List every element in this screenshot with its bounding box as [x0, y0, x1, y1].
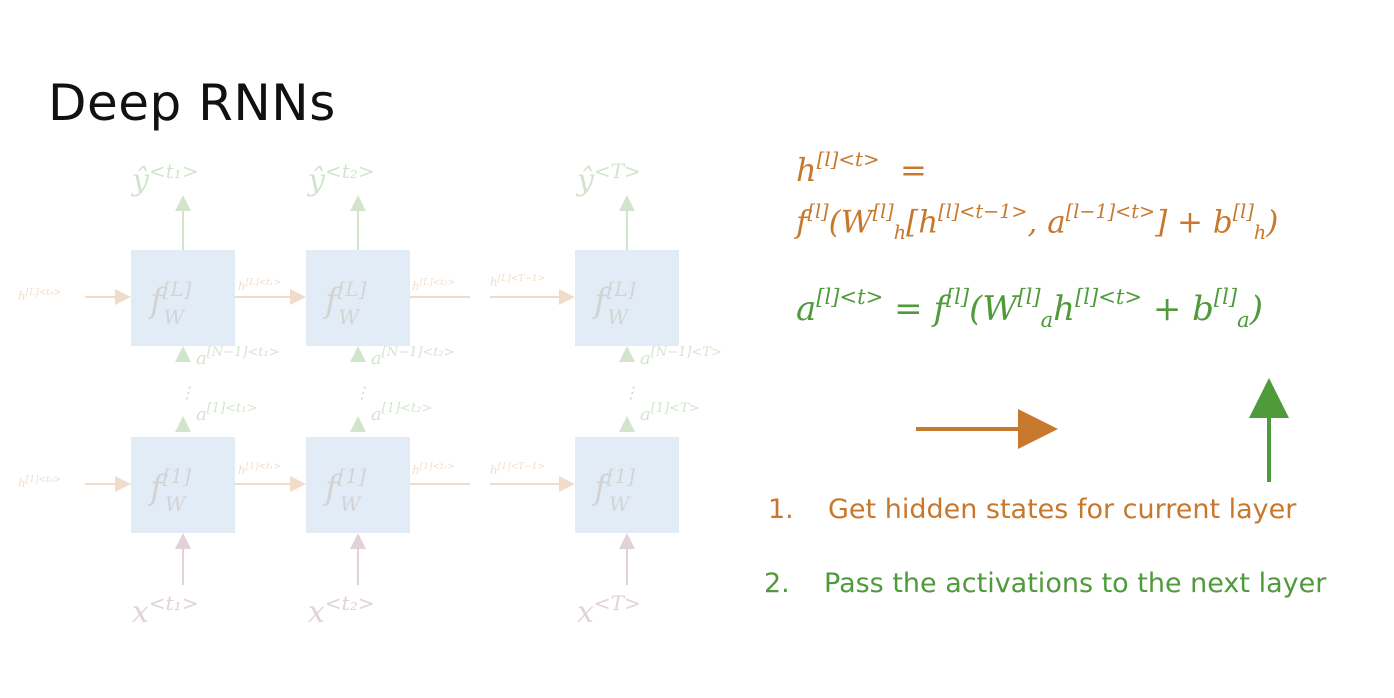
deep-rnn-diagram: f[L]W f[L]W f[L]W f[1]W f[1]W f[1]W ŷ<t₁…: [18, 159, 722, 630]
cell-top-3: [575, 250, 679, 346]
equation-h-line1: h[l]<t> =: [796, 148, 927, 189]
cell-bottom-3: [575, 437, 679, 533]
step-2-number: 2.: [764, 568, 790, 599]
cell-top-2: [306, 250, 410, 346]
activation-upper-3: a[N−1]<T>: [640, 345, 722, 369]
activation-lower-1: a[1]<t₁>: [196, 401, 257, 425]
activation-upper-1: a[N−1]<t₁>: [196, 345, 280, 369]
hidden-bottom-0: h[1]<t₀>: [18, 475, 61, 490]
hidden-bottom-3: h[1]<T−1>: [490, 462, 545, 477]
output-label-1: ŷ<t₁>: [130, 159, 199, 198]
vert-ellipsis-2: ⋮: [354, 383, 370, 402]
step-1-number: 1.: [768, 494, 794, 525]
activation-upper-2: a[N−1]<t₂>: [371, 345, 455, 369]
hidden-bottom-1: h[1]<t₁>: [238, 462, 281, 477]
hidden-top-1: h[L]<t₁>: [238, 278, 281, 293]
output-label-2: ŷ<t₂>: [306, 159, 375, 198]
hidden-top-2: h[L]<t₂>: [412, 278, 455, 293]
equation-a: a[l]<t> = f[l](W[l]ah[l]<t> + b[l]a): [796, 284, 1263, 333]
vert-ellipsis-3: ⋮: [623, 383, 639, 402]
activation-lower-2: a[1]<t₂>: [371, 401, 432, 425]
input-label-1: x<t₁>: [132, 591, 199, 630]
input-label-2: x<t₂>: [308, 591, 375, 630]
cell-top-1: [131, 250, 235, 346]
cell-bottom-1: [131, 437, 235, 533]
output-label-3: ŷ<T>: [575, 159, 641, 198]
vert-ellipsis-1: ⋮: [179, 383, 195, 402]
step-2: 2. Pass the activations to the next layer: [764, 568, 1326, 599]
hidden-top-0: h[L]<t₀>: [18, 288, 61, 303]
hidden-bottom-2: h[1]<t₂>: [412, 462, 455, 477]
slide-title: Deep RNNs: [48, 74, 336, 132]
input-label-3: x<T>: [577, 591, 641, 630]
step-1: 1. Get hidden states for current layer: [768, 494, 1296, 525]
equation-h-line2: f[l](W[l]h[h[l]<t−1>, a[l−1]<t>] + b[l]h…: [796, 200, 1279, 245]
step-1-text: Get hidden states for current layer: [828, 494, 1297, 525]
cell-bottom-2: [306, 437, 410, 533]
activation-lower-3: a[1]<T>: [640, 401, 700, 425]
step-2-text: Pass the activations to the next layer: [824, 568, 1327, 599]
hidden-top-3: h[L]<T−1>: [490, 274, 545, 289]
annotation-arrows: [916, 378, 1289, 482]
